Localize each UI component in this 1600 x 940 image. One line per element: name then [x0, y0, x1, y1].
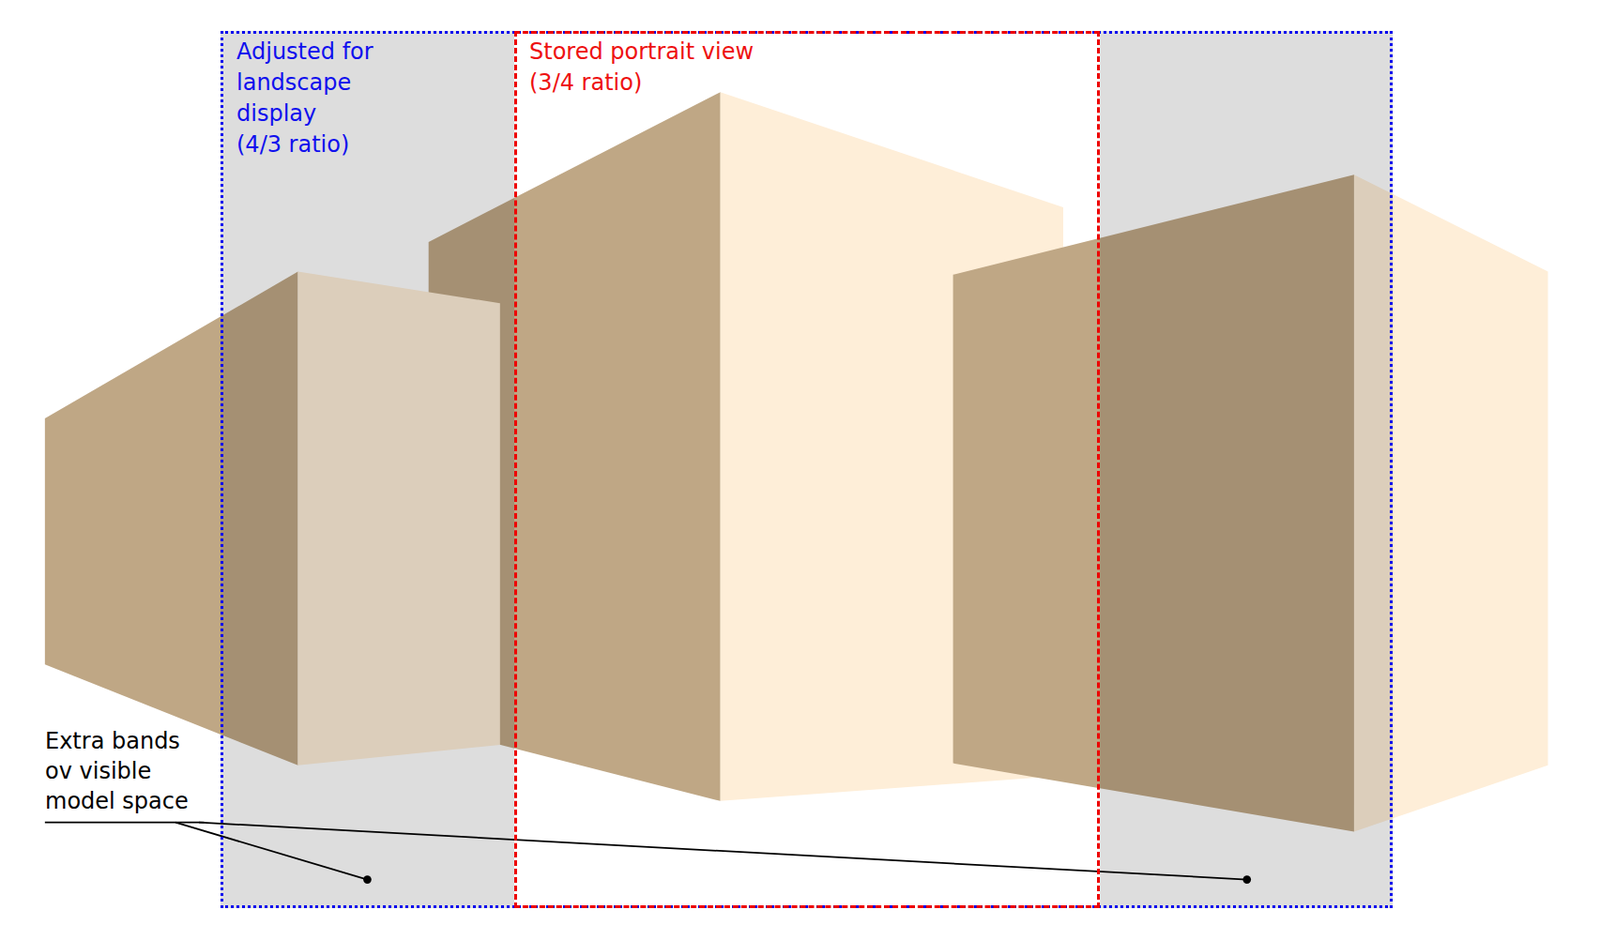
leader-line	[198, 822, 1248, 881]
leader-dot	[363, 875, 372, 884]
leader-line	[175, 822, 367, 881]
extra-band	[1099, 30, 1393, 909]
region-title: Adjusted for landscape display (4/3 rati…	[236, 36, 395, 161]
landscape-frame: Adjusted for landscape display (4/3 rati…	[220, 30, 1393, 909]
region-title: Stored portrait view (3/4 ratio)	[529, 36, 811, 99]
callout-note: Extra bands ov visible model space	[45, 726, 203, 817]
leader-dot	[1242, 875, 1251, 884]
portrait-frame: Stored portrait view (3/4 ratio)	[514, 30, 1100, 909]
extra-band	[220, 30, 515, 909]
